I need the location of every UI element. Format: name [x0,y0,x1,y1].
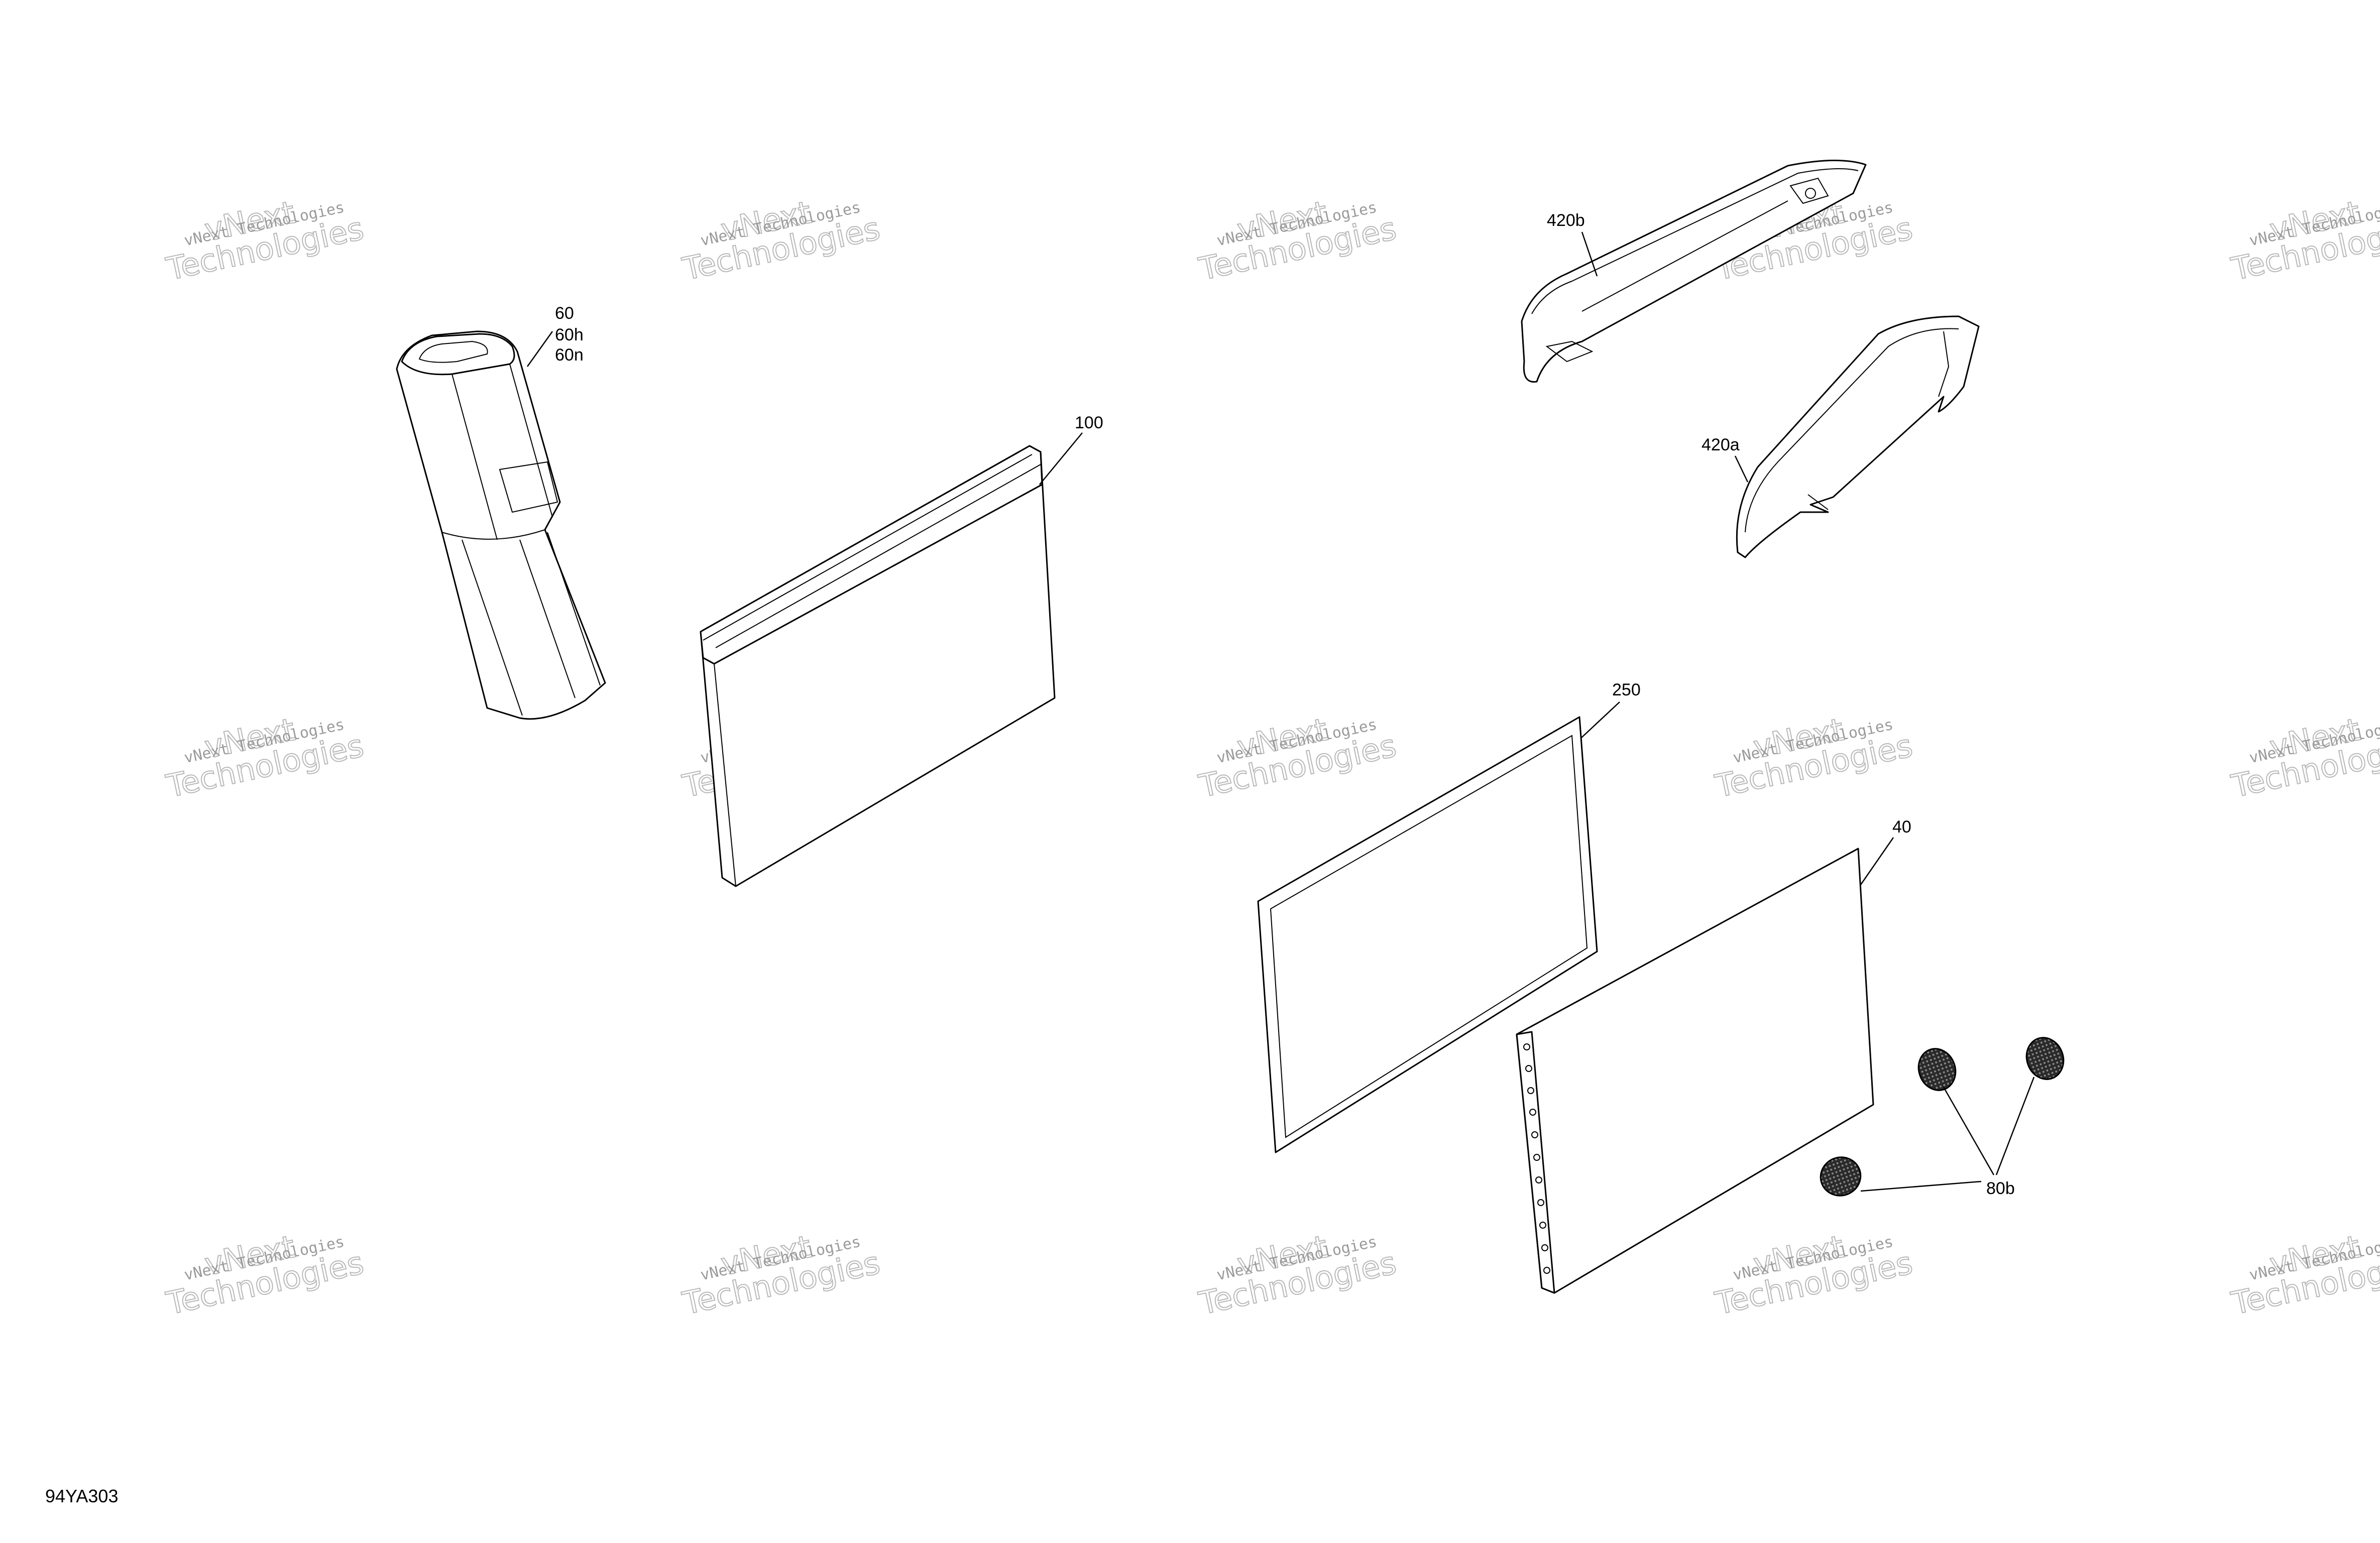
figure-code: 94YA303 [45,1486,118,1506]
part-60-housing [396,330,606,720]
watermark: Technologies vNext vNext Technologies [163,1228,368,1323]
part-80b-knob [2025,1037,2065,1080]
watermark: Technologies vNext vNext Technologies [2228,1228,2380,1323]
watermark: Technologies vNext vNext Technologies [2228,710,2380,805]
part-420a-grab-handle [1736,315,1980,558]
watermark: Technologies vNext vNext Technologies [1195,193,1400,288]
watermark: Technologies vNext vNext Technologies [1712,710,1916,805]
callout-420b: 420b [1547,211,1585,230]
hole-row [1523,1043,1550,1274]
watermark: Technologies vNext vNext Technologies [163,710,368,805]
watermark: Technologies vNext vNext Technologies [679,1228,884,1323]
leader-250 [1580,701,1620,739]
callout-100: 100 [1075,413,1103,432]
leader-60 [526,331,553,367]
leader-80b-a [1943,1087,1995,1175]
leader-420a [1734,455,1749,483]
leader-lines [526,231,2035,1192]
part-80b-knob [1820,1156,1862,1197]
watermark: Technologies vNext vNext Technologies [1712,1228,1916,1323]
callout-60: 60 [555,304,574,323]
leader-80b-b [1995,1077,2035,1175]
watermark: Technologies vNext vNext Technologies [1195,710,1400,805]
part-80b-knob [1917,1048,1957,1091]
watermark: Technologies vNext vNext Technologies [679,193,884,288]
part-250-frame [1257,716,1598,1153]
leader-80b-c [1860,1180,1982,1192]
watermark: Technologies vNext vNext Technologies [1195,1228,1400,1323]
leader-40 [1860,837,1894,885]
callout-60n: 60n [555,345,584,365]
leader-420b [1581,231,1598,277]
watermark: Technologies vNext vNext Technologies [163,193,368,288]
callout-80b: 80b [1986,1179,2015,1198]
callout-60h: 60h [555,325,584,344]
callout-labels: 60 60h 60n 100 420b 420a 250 40 80b [555,211,2015,1198]
callout-250: 250 [1612,680,1641,699]
part-40-panel [1516,848,1874,1294]
part-420b-grab-handle [1521,159,1867,383]
leader-100 [1039,432,1083,485]
part-100-panel [700,445,1056,887]
callout-40: 40 [1892,817,1911,837]
callout-420a: 420a [1702,435,1740,454]
watermark: Technologies vNext vNext Technologies [2228,193,2380,288]
